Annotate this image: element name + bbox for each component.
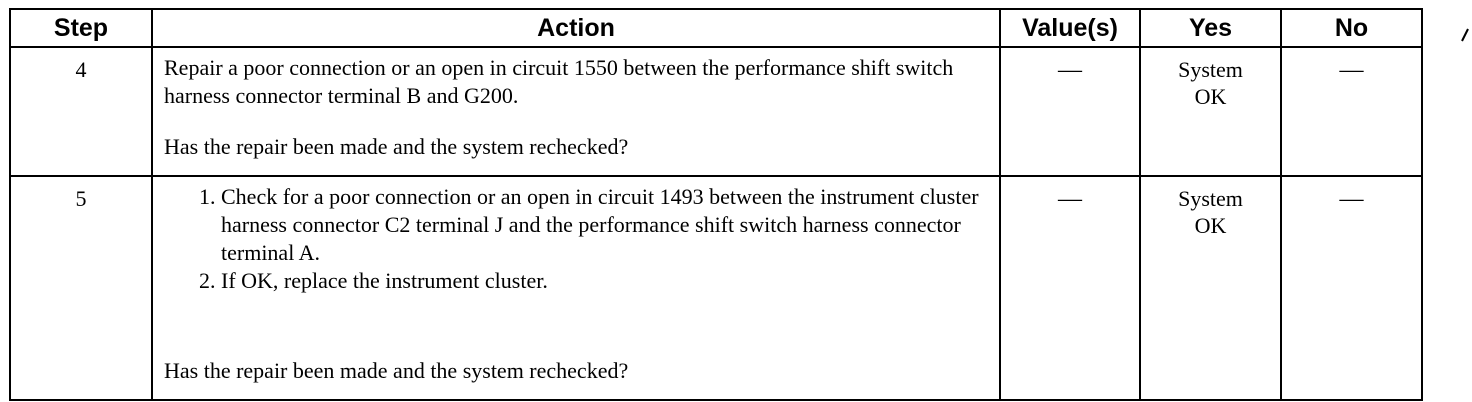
value-dash: —: [1058, 57, 1082, 83]
yes-line1: System: [1178, 186, 1243, 211]
header-row: Step Action Value(s) Yes No: [9, 8, 1423, 48]
action-cell: Check for a poor connection or an open i…: [151, 175, 1001, 401]
yes-line2: OK: [1194, 84, 1227, 109]
header-step: Step: [9, 8, 153, 48]
header-yes: Yes: [1139, 8, 1282, 48]
step-number: 4: [9, 46, 153, 177]
step-number: 5: [9, 175, 153, 401]
header-values: Value(s): [999, 8, 1141, 48]
yes-line2: OK: [1194, 213, 1227, 238]
action-cell: Repair a poor connection or an open in c…: [151, 46, 1001, 177]
value-cell: —: [999, 46, 1141, 177]
action-content: Repair a poor connection or an open in c…: [164, 54, 989, 161]
yes-cell: System OK: [1139, 175, 1282, 401]
action-step-list: Check for a poor connection or an open i…: [164, 183, 989, 295]
no-dash: —: [1339, 186, 1364, 212]
no-cell: —: [1280, 46, 1423, 177]
action-question: Has the repair been made and the system …: [164, 358, 629, 383]
table-row-step-5: 5 Check for a poor connection or an open…: [9, 175, 1423, 401]
no-cell: —: [1280, 175, 1423, 401]
no-dash: —: [1339, 57, 1364, 83]
yes-cell: System OK: [1139, 46, 1282, 177]
value-dash: —: [1058, 186, 1082, 212]
corner-scan-mark: [1460, 28, 1470, 42]
action-content: Check for a poor connection or an open i…: [164, 183, 989, 385]
yes-line1: System: [1178, 57, 1243, 82]
corner-tick-icon: [1461, 28, 1469, 42]
action-step-item: Check for a poor connection or an open i…: [221, 183, 989, 267]
table-row-step-4: 4 Repair a poor connection or an open in…: [9, 46, 1423, 177]
action-step-item: If OK, replace the instrument cluster.: [221, 267, 989, 295]
diagnostic-table: Step Action Value(s) Yes No 4 Repair a p…: [9, 8, 1423, 401]
header-action: Action: [151, 8, 1001, 48]
action-question: Has the repair been made and the system …: [164, 134, 629, 159]
header-no: No: [1280, 8, 1423, 48]
value-cell: —: [999, 175, 1141, 401]
action-text: Repair a poor connection or an open in c…: [164, 55, 954, 108]
